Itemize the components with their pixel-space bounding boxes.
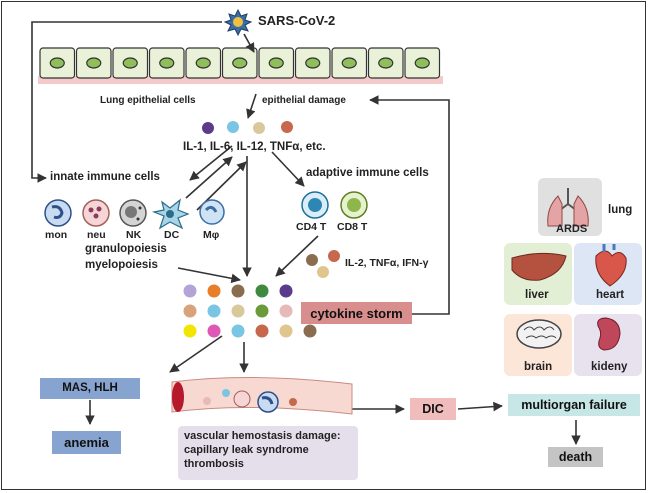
blood-vessel-illustration	[171, 376, 353, 415]
kidney-label: kideny	[591, 361, 628, 373]
cd4-t-cell-icon	[301, 191, 329, 219]
vascular-line-3: thrombosis	[184, 458, 244, 470]
storm-cytokine-dot	[207, 304, 221, 318]
storm-cytokine-dot	[183, 284, 197, 298]
epithelial-cell-nucleus	[378, 57, 394, 69]
macrophage-cell-icon	[199, 199, 225, 225]
multiorgan-failure-box: multiorgan failure	[508, 394, 640, 416]
lung-label: lung	[608, 204, 633, 216]
adaptive-cytokines-label: IL-2, TNFα, IFN-γ	[345, 257, 429, 269]
dc-cell-icon	[151, 198, 190, 230]
granulopoiesis-label: granulopoiesis	[85, 243, 167, 255]
lung-epithelial-label: Lung epithelial cells	[100, 95, 196, 106]
cytokine-storm-box: cytokine storm	[301, 302, 412, 324]
storm-cytokine-dot	[279, 284, 293, 298]
dc-label: DC	[164, 229, 180, 241]
adaptive-to-storm-arrow	[275, 235, 319, 277]
virus-label: SARS-CoV-2	[258, 13, 336, 28]
heart-label: heart	[596, 289, 625, 301]
brain-icon	[516, 319, 562, 349]
storm-cytokine-dot	[207, 324, 221, 338]
epithelial-cell-nucleus	[49, 57, 65, 69]
dic-box: DIC	[410, 398, 456, 420]
mas-hlh-box: MAS, HLH	[40, 378, 140, 399]
storm-cytokine-dot	[231, 284, 245, 298]
innate-to-cytokines-arrow-1	[185, 156, 233, 199]
cytokines-top-label: IL-1, IL-6, IL-12, TNFα, etc.	[183, 141, 326, 153]
virus-to-innate-arrow	[31, 21, 222, 183]
brain-label: brain	[524, 361, 553, 373]
liver-label: liver	[525, 289, 549, 301]
nk-label: NK	[126, 229, 142, 241]
epithelial-cell-nucleus	[86, 57, 102, 69]
epithelium-to-cytokines-arrow	[246, 93, 257, 119]
storm-cytokine-dot	[303, 324, 317, 338]
storm-cytokine-dot	[279, 324, 293, 338]
epithelium-layer	[38, 47, 443, 84]
innate-immune-label: innate immune cells	[50, 171, 160, 183]
ards-label: ARDS	[556, 223, 588, 235]
storm-cytokine-dot	[255, 324, 269, 338]
cd8-label: CD8 T	[337, 221, 368, 233]
storm-cytokine-dot	[183, 324, 197, 338]
epithelial-cell-nucleus	[341, 57, 357, 69]
epithelial-cell-nucleus	[232, 57, 248, 69]
storm-cytokine-dot	[231, 304, 245, 318]
neu-label: neu	[87, 229, 106, 241]
mon-cell-icon	[44, 199, 72, 227]
cytokine-dots-top	[202, 121, 293, 134]
epithelial-cell-nucleus	[195, 57, 211, 69]
adaptive-immune-label: adaptive immune cells	[306, 167, 429, 179]
storm-feedback-arrow	[369, 95, 450, 315]
myelopoiesis-label: myelopoiesis	[85, 259, 158, 271]
storm-cytokine-dot	[231, 324, 245, 338]
epithelial-damage-label: epithelial damage	[262, 95, 346, 106]
cytokines-to-innate-arrow	[189, 145, 233, 181]
vascular-line-2: capillary leak syndrome	[184, 444, 309, 456]
lung-icon	[547, 188, 589, 227]
myelopoiesis-to-storm-arrow	[177, 267, 241, 284]
storm-cytokine-dot	[183, 304, 197, 318]
heart-icon	[595, 244, 627, 287]
epithelial-cell-nucleus	[414, 57, 430, 69]
epithelial-cell-nucleus	[305, 57, 321, 69]
epithelial-cell-nucleus	[268, 57, 284, 69]
cytokine-storm-dots	[183, 284, 317, 338]
liver-icon	[511, 252, 567, 281]
cytokine-dots-adaptive	[306, 250, 340, 278]
storm-cytokine-dot	[207, 284, 221, 298]
cd8-t-cell-icon	[340, 191, 368, 219]
storm-cytokine-dot	[255, 284, 269, 298]
epithelial-cell-nucleus	[122, 57, 138, 69]
kidney-icon	[597, 317, 621, 351]
dic-to-failure-arrow	[457, 401, 503, 412]
storm-to-mas-arrow	[169, 335, 223, 373]
death-box: death	[548, 447, 603, 467]
vascular-damage-box: vascular hemostasis damage: capillary le…	[178, 426, 358, 480]
virus-icon	[223, 8, 253, 37]
mphi-label: Mφ	[203, 229, 220, 241]
anemia-box: anemia	[52, 431, 121, 454]
virus-to-epithelium-arrow	[243, 33, 255, 53]
cd4-label: CD4 T	[296, 221, 327, 233]
vascular-line-1: vascular hemostasis damage:	[184, 430, 341, 442]
mon-label: mon	[45, 229, 68, 241]
storm-cytokine-dot	[279, 304, 293, 318]
neu-cell-icon	[82, 199, 110, 227]
nk-cell-icon	[119, 199, 147, 227]
epithelial-cell-nucleus	[159, 57, 175, 69]
cytokines-to-adaptive-arrow	[271, 151, 305, 187]
storm-cytokine-dot	[255, 304, 269, 318]
